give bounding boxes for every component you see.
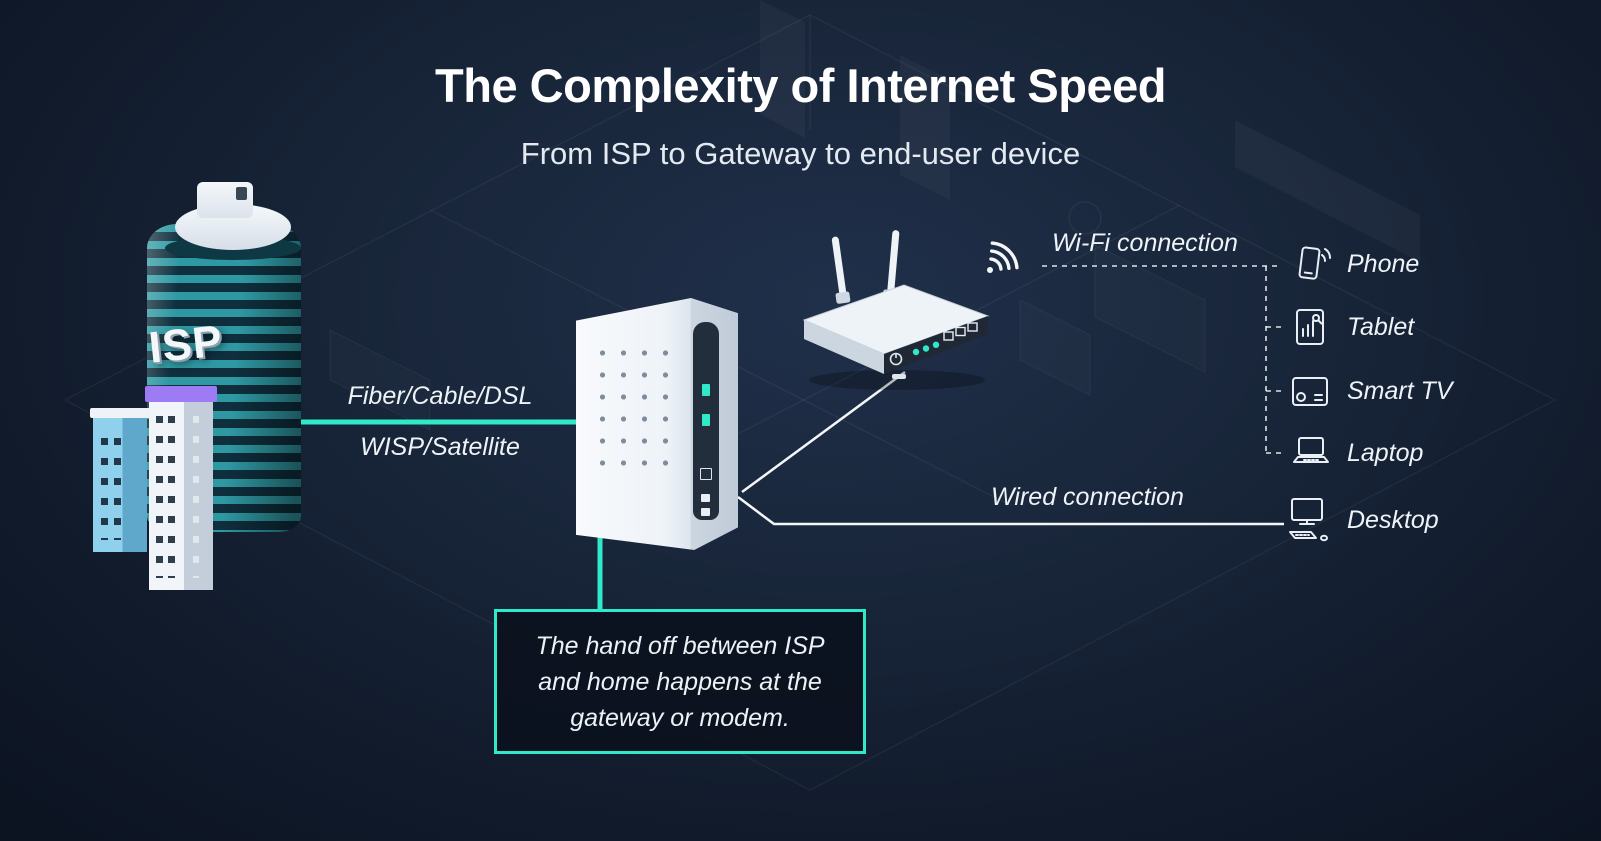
isp-label: ISP [146, 316, 226, 373]
device-row-tablet: Tablet [1288, 305, 1414, 349]
fiber-cable-dsl-label: Fiber/Cable/DSL [347, 382, 533, 410]
isp-tower-roofbox [197, 182, 253, 218]
wifi-router-icon [802, 230, 990, 390]
building-windows [101, 438, 108, 540]
modem-side-panel [693, 322, 719, 520]
page-title: The Complexity of Internet Speed [435, 59, 1166, 112]
device-label: Smart TV [1347, 376, 1453, 405]
desktop-icon [1289, 498, 1328, 542]
device-row-desktop: Desktop [1282, 495, 1439, 545]
wifi-connection-dashed-lines [1042, 265, 1284, 454]
building-windows [114, 438, 121, 540]
modem-vent-dots [592, 342, 680, 476]
building-windows [193, 416, 199, 578]
tablet-icon [1296, 309, 1324, 345]
small-building-purple-cap [145, 386, 217, 590]
router-led [932, 341, 940, 348]
isp-building-icon: ISP [85, 182, 325, 598]
device-label: Desktop [1347, 505, 1439, 534]
wisp-satellite-label: WISP/Satellite [360, 433, 520, 461]
laptop-icon [1293, 437, 1329, 463]
router-to-gateway-line [741, 370, 906, 494]
modem-led [702, 384, 710, 396]
router-port [967, 322, 978, 332]
device-row-phone: Phone [1288, 242, 1419, 286]
building-windows [156, 416, 163, 578]
modem-port [701, 494, 710, 502]
modem-port [701, 508, 710, 516]
isp-roofbox-notch [236, 187, 247, 200]
page-subtitle: From ISP to Gateway to end-user device [520, 136, 1081, 171]
wifi-connection-label: Wi-Fi connection [1052, 229, 1238, 257]
device-label: Tablet [1347, 312, 1415, 341]
power-icon [889, 352, 903, 366]
router-port [955, 326, 966, 337]
wired-connection-label: Wired connection [991, 483, 1184, 511]
smart-tv-icon [1292, 377, 1328, 406]
router-antenna [831, 230, 900, 304]
small-building-blue [90, 408, 150, 552]
modem-led [702, 414, 710, 426]
device-row-laptop: Laptop [1288, 431, 1423, 475]
building-windows [168, 416, 175, 578]
modem-port [700, 468, 712, 480]
gateway-modem-icon [576, 298, 738, 550]
router-led [912, 348, 920, 356]
router-port [943, 331, 954, 341]
router-led [922, 345, 930, 352]
white-roof [90, 408, 150, 418]
purple-roof [145, 386, 217, 402]
gateway-callout-text: The hand off between ISP and home happen… [535, 631, 825, 732]
router-body [802, 284, 990, 379]
device-row-smart-tv: Smart TV [1288, 369, 1453, 413]
phone-icon [1298, 246, 1331, 280]
device-label: Phone [1347, 249, 1420, 278]
gateway-callout-box: The hand off between ISP and home happen… [494, 609, 866, 754]
device-label: Laptop [1347, 438, 1424, 467]
